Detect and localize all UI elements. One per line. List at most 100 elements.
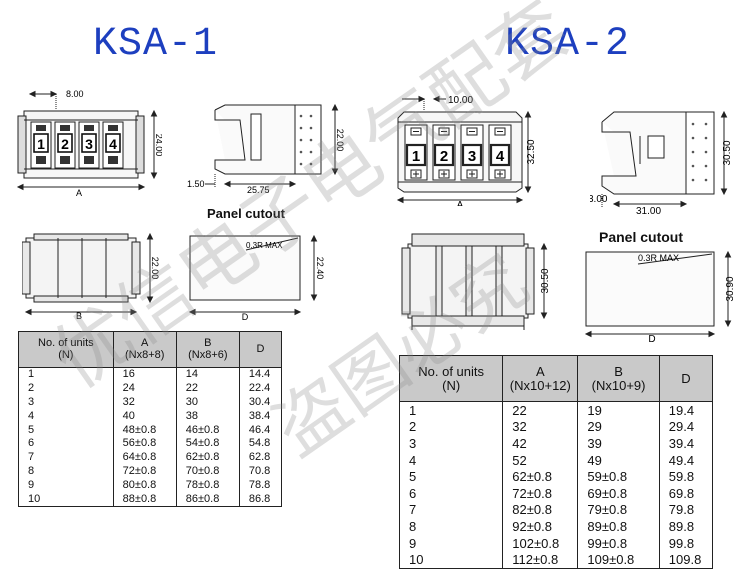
- ksa1-table-cell: 1: [18, 367, 114, 382]
- ksa2-table-cell: 99.8: [658, 534, 714, 552]
- ksa2-table-cell: 1: [398, 401, 504, 419]
- ksa1-table-cell: 8: [18, 464, 114, 479]
- ksa1-table-cell: 7: [18, 450, 114, 465]
- ksa2-col-units: No. of units(N): [398, 355, 504, 402]
- ksa2-table-cell: 62±0.8: [502, 468, 579, 485]
- ksa1-table-cell: 22.4: [238, 381, 283, 396]
- ksa2-front-view: 1 2 3 4 10.00 32.50 A: [396, 95, 537, 206]
- ksa2-table-cell: 42: [502, 435, 579, 452]
- ksa1-table-cell: 38: [175, 409, 240, 424]
- ksa2-digit-4: 4: [496, 148, 505, 165]
- ksa2-table-cell: 79±0.8: [577, 501, 660, 519]
- ksa2-title: KSA-2: [505, 22, 631, 67]
- ksa2-body-length-dim: 31.00: [636, 206, 661, 216]
- ksa2-panel-cutout-title: Panel cutout: [599, 229, 684, 245]
- ksa1-col-units: No. of units(N): [18, 331, 114, 368]
- ksa2-table-cell: 112±0.8: [502, 551, 579, 569]
- ksa1-table-cell: 56±0.8: [112, 436, 177, 451]
- ksa1-digit-2: 2: [61, 136, 69, 152]
- ksa1-front-view: 1 2 3 4 8.00 24.00 A: [16, 89, 162, 196]
- ksa1-table-cell: 16: [112, 367, 177, 382]
- ksa2-table-cell: 69±0.8: [577, 484, 660, 502]
- ksa1-table-cell: 62±0.8: [175, 450, 240, 465]
- ksa1-table-cell: 86±0.8: [175, 492, 240, 507]
- ksa2-table-cell: 9: [398, 534, 504, 552]
- ksa2-table-cell: 102±0.8: [502, 534, 579, 552]
- ksa1-table-cell: 2: [18, 381, 114, 396]
- ksa2-side-height-dim: 30.50: [722, 140, 733, 165]
- ksa2-table-cell: 109±0.8: [577, 551, 660, 569]
- ksa2-digit-2: 2: [440, 148, 448, 165]
- ksa2-table-cell: 6: [398, 484, 504, 502]
- ksa1-table-cell: 3: [18, 395, 114, 410]
- ksa1-table-cell: 30: [175, 395, 240, 410]
- ksa2-col-a: A(Nx10+12): [502, 355, 579, 402]
- ksa2-side-view: 30.50 3.00 31.00: [590, 110, 733, 216]
- ksa1-col-d: D: [238, 331, 283, 368]
- ksa2-table-cell: 7: [398, 501, 504, 519]
- ksa2-col-d: D: [658, 355, 714, 402]
- ksa1-table-cell: 78.8: [238, 478, 283, 493]
- ksa1-plate-height-dim: 22.00: [335, 129, 345, 152]
- ksa1-table-cell: 38.4: [238, 409, 283, 424]
- ksa1-table-cell: 4: [18, 409, 114, 424]
- ksa1-table-cell: 5: [18, 423, 114, 437]
- ksa1-col-a: A(Nx8+8): [112, 331, 177, 368]
- ksa2-dimension-table: No. of units(N) A(Nx10+12) B(Nx10+9) D 1…: [398, 355, 714, 569]
- ksa1-digit-4: 4: [109, 136, 117, 152]
- ksa1-table-cell: 48±0.8: [112, 423, 177, 437]
- ksa1-cutout-radius: 0.3R MAX: [246, 241, 283, 250]
- ksa1-panel-cutout-title: Panel cutout: [207, 206, 286, 221]
- ksa2-table-cell: 72±0.8: [502, 484, 579, 502]
- ksa2-table-cell: 39.4: [658, 435, 714, 452]
- ksa2-table-cell: 82±0.8: [502, 501, 579, 519]
- ksa1-panel-cutout: 0.3R MAX 22.40 D: [188, 234, 325, 322]
- ksa1-bottom-view: 22.00 B: [22, 232, 160, 320]
- ksa2-height-dim: 32.50: [526, 139, 537, 164]
- ksa1-table-cell: 78±0.8: [175, 478, 240, 493]
- ksa1-col-b: B(Nx8+6): [175, 331, 240, 368]
- ksa1-table-cell: 62.8: [238, 450, 283, 465]
- ksa1-pitch-dim: 8.00: [66, 89, 84, 99]
- ksa2-table-cell: 52: [502, 451, 579, 469]
- ksa2-table-cell: 49: [577, 451, 660, 469]
- ksa1-height-dim: 24.00: [154, 134, 162, 157]
- ksa2-cutout-radius: 0.3R MAX: [638, 253, 679, 263]
- ksa2-table-cell: 69.8: [658, 484, 714, 502]
- ksa1-table-cell: 30.4: [238, 395, 283, 410]
- ksa2-table-cell: 2: [398, 418, 504, 436]
- ksa2-table-cell: 10: [398, 551, 504, 569]
- ksa1-table-cell: 86.8: [238, 492, 283, 507]
- ksa2-table-cell: 92±0.8: [502, 518, 579, 535]
- ksa2-table-cell: 79.8: [658, 501, 714, 519]
- ksa1-digit-3: 3: [85, 136, 93, 152]
- ksa2-table-cell: 89±0.8: [577, 518, 660, 535]
- ksa1-body-length-dim: 25.75: [247, 185, 270, 195]
- ksa2-table-cell: 32: [502, 418, 579, 436]
- ksa2-table-cell: 39: [577, 435, 660, 452]
- ksa2-digit-3: 3: [468, 148, 476, 165]
- ksa1-table-cell: 32: [112, 395, 177, 410]
- ksa2-table-cell: 4: [398, 451, 504, 469]
- ksa1-overall-dim: A: [76, 188, 82, 196]
- ksa2-cutout-width: D: [648, 334, 655, 345]
- ksa2-bottom-view: 30.50: [401, 233, 551, 330]
- ksa1-table-cell: 54.8: [238, 436, 283, 451]
